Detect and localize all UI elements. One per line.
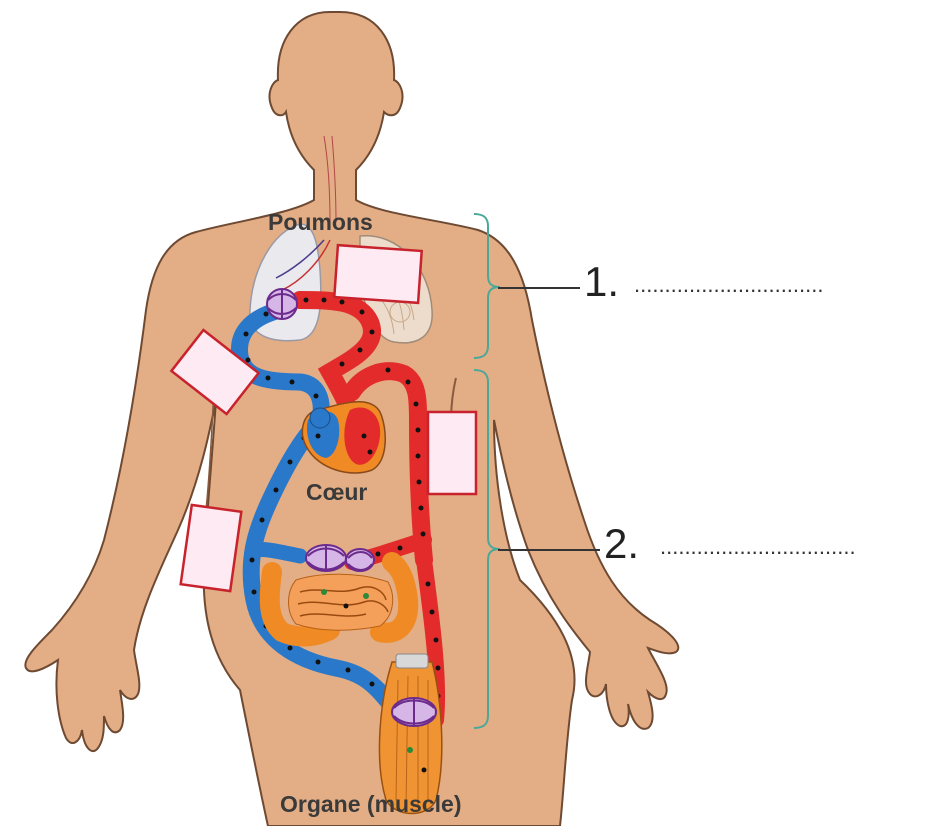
answer-box-lungs[interactable] (334, 245, 421, 303)
label-lungs: Poumons (268, 209, 373, 235)
question-2-answer-line[interactable]: ................................ (660, 534, 856, 559)
tendon (396, 654, 428, 668)
lung-capillaries (267, 289, 297, 319)
question-1-number: 1. (584, 258, 619, 305)
muscle-organ (379, 654, 441, 814)
question-1-answer-line[interactable]: ............................... (634, 272, 823, 297)
muscle-capillaries (392, 698, 436, 726)
answer-box-aorta[interactable] (428, 412, 476, 494)
question-2-number: 2. (604, 520, 639, 567)
label-heart: Cœur (306, 479, 367, 505)
intestine-capillaries (306, 545, 374, 571)
label-organ: Organe (muscle) (280, 791, 462, 817)
answer-box-vena-cava[interactable] (181, 505, 242, 591)
